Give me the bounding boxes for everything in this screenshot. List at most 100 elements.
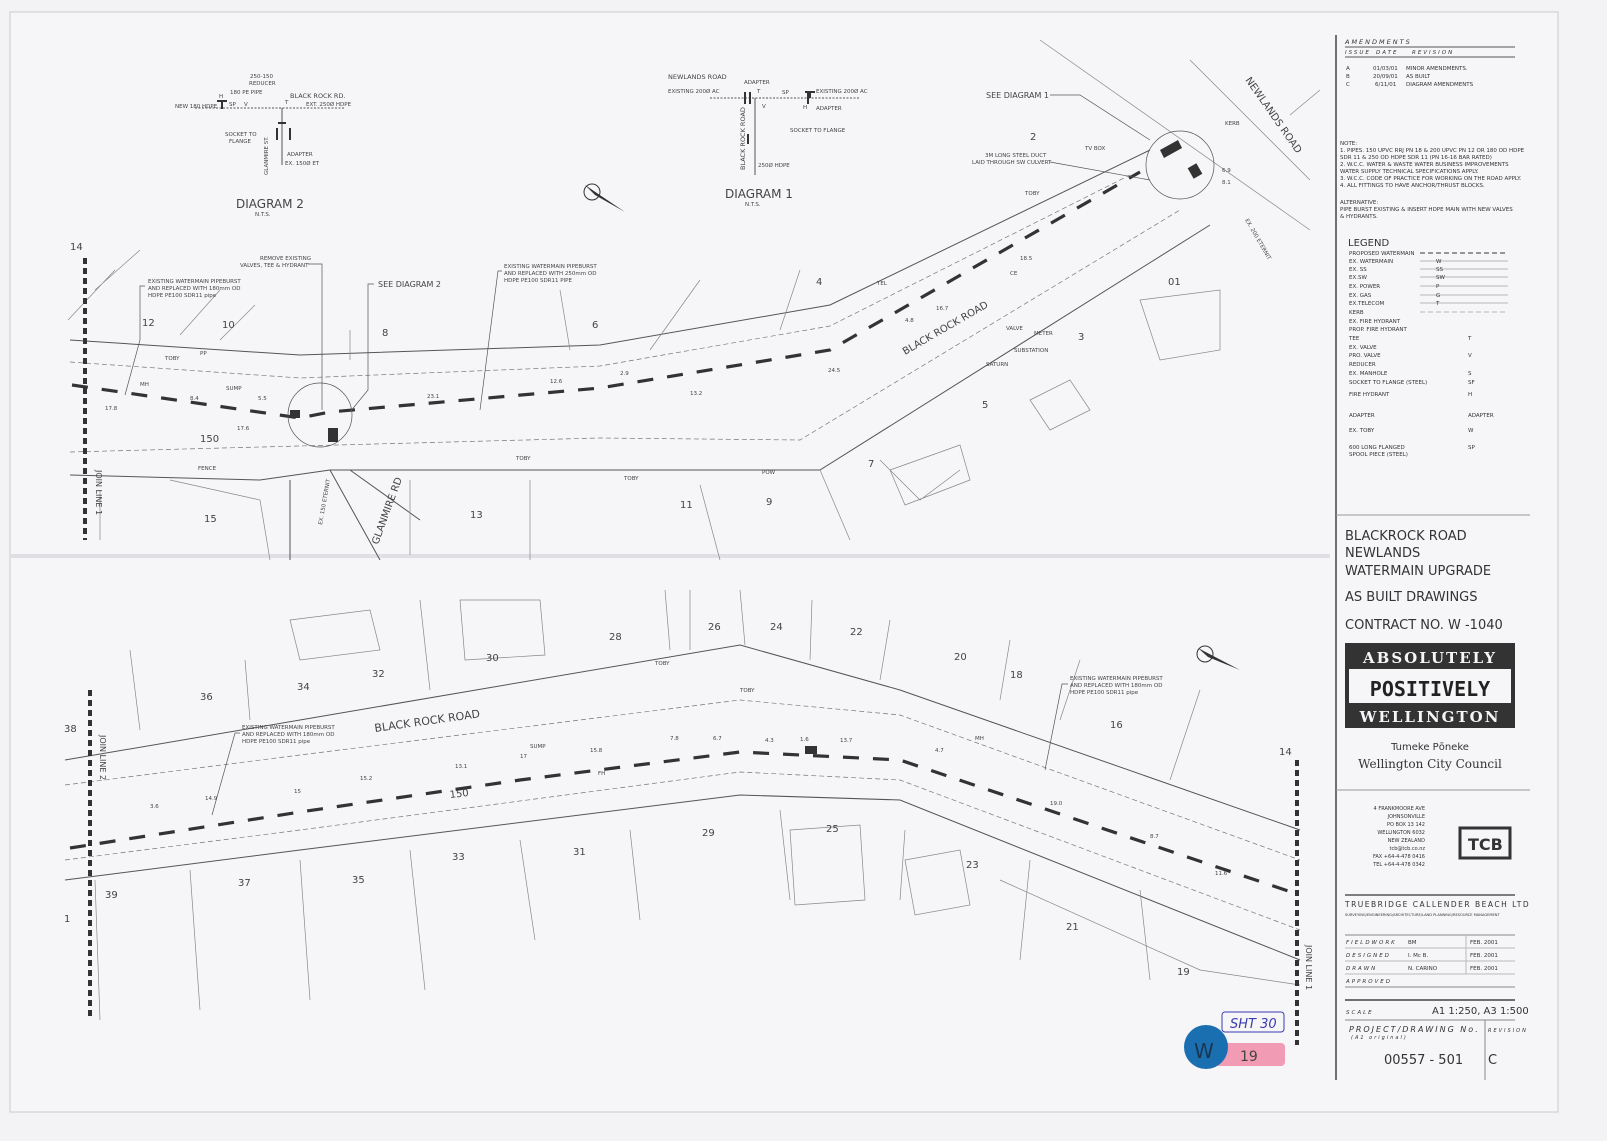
svg-text:14.9: 14.9 xyxy=(205,796,218,802)
svg-text:19.0: 19.0 xyxy=(1050,801,1063,807)
legend-symbol: ADAPTER xyxy=(1468,413,1494,419)
svg-text:NEWLANDS: NEWLANDS xyxy=(1345,546,1420,561)
svg-text:REVISION: REVISION xyxy=(1488,1028,1528,1034)
svg-text:2. W.C.C. WATER & WASTE WATER: 2. W.C.C. WATER & WASTE WATER BUSINESS I… xyxy=(1340,162,1509,168)
svg-text:14: 14 xyxy=(70,242,83,253)
svg-text:SCALE: SCALE xyxy=(1346,1010,1374,1016)
svg-text:01: 01 xyxy=(1168,277,1181,288)
svg-text:9: 9 xyxy=(766,497,772,508)
svg-text:18: 18 xyxy=(1010,670,1023,681)
svg-text:1: 1 xyxy=(64,914,70,925)
svg-text:18.5: 18.5 xyxy=(1020,256,1033,262)
svg-text:AND REPLACED WITH 250mm OD: AND REPLACED WITH 250mm OD xyxy=(504,271,596,277)
svg-text:H: H xyxy=(219,94,223,100)
join-line-label: JOIN LINE 2 xyxy=(98,734,107,780)
svg-text:ISSUE: ISSUE xyxy=(1345,50,1371,56)
svg-text:Wellington City Council: Wellington City Council xyxy=(1358,757,1502,771)
svg-text:SATURN: SATURN xyxy=(986,362,1008,368)
svg-text:36: 36 xyxy=(200,692,213,703)
svg-text:17.8: 17.8 xyxy=(105,406,118,412)
svg-text:T: T xyxy=(756,89,761,95)
diagram-2: 250-150 REDUCER 180 PE PIPE BLACK ROCK R… xyxy=(175,74,352,218)
svg-text:2: 2 xyxy=(1030,132,1036,143)
svg-text:HDPE PE100 SDR11 pipe: HDPE PE100 SDR11 pipe xyxy=(242,739,311,745)
svg-text:10: 10 xyxy=(222,320,235,331)
svg-text:6.7: 6.7 xyxy=(713,736,722,742)
svg-text:FEB. 2001: FEB. 2001 xyxy=(1470,966,1498,972)
svg-text:AND REPLACED WITH 180mm OD: AND REPLACED WITH 180mm OD xyxy=(1070,683,1162,689)
svg-text:FEB. 2001: FEB. 2001 xyxy=(1470,953,1498,959)
svg-text:EXISTING WATERMAIN PIPEBURST: EXISTING WATERMAIN PIPEBURST xyxy=(504,264,597,270)
svg-text:28: 28 xyxy=(609,632,622,643)
svg-text:A1 1:250, A3 1:500: A1 1:250, A3 1:500 xyxy=(1432,1006,1529,1017)
dimension-labels: 17.88.4 17.65.5 23.112.6 2.913.2 24.516.… xyxy=(105,168,1231,877)
svg-text:4.8: 4.8 xyxy=(905,318,914,324)
bottom-road xyxy=(64,589,1301,1021)
svg-text:FEB. 2001: FEB. 2001 xyxy=(1470,940,1498,946)
svg-text:SUMP: SUMP xyxy=(530,744,546,750)
svg-text:17: 17 xyxy=(520,754,527,760)
legend-item-label: KERB xyxy=(1349,310,1364,316)
svg-text:N. CARINO: N. CARINO xyxy=(1408,966,1438,972)
legend-item-label: EX. WATERMAIN xyxy=(1349,259,1393,265)
svg-text:EXISTING WATERMAIN PIPEBURST: EXISTING WATERMAIN PIPEBURST xyxy=(242,725,335,731)
svg-text:31: 31 xyxy=(573,847,586,858)
svg-text:16: 16 xyxy=(1110,720,1123,731)
svg-text:WELLINGTON: WELLINGTON xyxy=(1359,708,1501,726)
notes: NOTE: 1. PIPES. 150 UPVC RRJ PN 18 & 200… xyxy=(1340,141,1525,220)
wellington-logo: ABSOLUTELY POSITIVELY WELLINGTON xyxy=(1345,643,1515,728)
svg-text:33: 33 xyxy=(452,852,465,863)
svg-text:WATER SUPPLY TECHNICAL SPECIFI: WATER SUPPLY TECHNICAL SPECIFICATIONS AP… xyxy=(1340,169,1479,175)
diagram-2-title: DIAGRAM 2 xyxy=(236,197,304,211)
svg-text:DRAWN: DRAWN xyxy=(1346,966,1377,972)
svg-text:EXISTING WATERMAIN PIPEBURST: EXISTING WATERMAIN PIPEBURST xyxy=(148,279,241,285)
svg-text:AND REPLACED WITH 180mm OD: AND REPLACED WITH 180mm OD xyxy=(242,732,334,738)
legend-item-label: FIRE HYDRANT xyxy=(1349,392,1390,398)
svg-text:PROJECT/DRAWING No.: PROJECT/DRAWING No. xyxy=(1349,1025,1480,1034)
svg-text:8: 8 xyxy=(382,328,388,339)
svg-text:13.1: 13.1 xyxy=(455,764,467,770)
svg-text:APPROVED: APPROVED xyxy=(1345,979,1392,985)
svg-text:MH: MH xyxy=(140,382,149,388)
svg-text:8.4: 8.4 xyxy=(190,396,199,402)
svg-text:T: T xyxy=(284,100,289,106)
legend-item-label: EX. GAS xyxy=(1349,293,1372,299)
svg-text:TOBY: TOBY xyxy=(515,456,531,462)
svg-text:DATE: DATE xyxy=(1376,50,1398,56)
svg-text:38: 38 xyxy=(64,724,77,735)
svg-text:VALVE: VALVE xyxy=(1006,326,1023,332)
svg-text:N.T.S.: N.T.S. xyxy=(255,212,271,218)
svg-text:21: 21 xyxy=(1066,922,1079,933)
legend-item-label: EX.TELECOM xyxy=(1349,301,1385,307)
legend-item-label: PROPOSED WATERMAIN xyxy=(1349,251,1414,257)
svg-text:(A1 original): (A1 original) xyxy=(1351,1035,1408,1041)
svg-text:DIAGRAM AMENDMENTS: DIAGRAM AMENDMENTS xyxy=(1406,82,1474,88)
svg-text:4.3: 4.3 xyxy=(765,738,774,744)
svg-text:N.T.S.: N.T.S. xyxy=(745,202,761,208)
svg-text:WATERMAIN UPGRADE: WATERMAIN UPGRADE xyxy=(1345,564,1491,579)
legend-item-label: EX. TOBY xyxy=(1349,428,1375,434)
svg-text:EXT. 250Ø HDPE: EXT. 250Ø HDPE xyxy=(306,101,352,108)
svg-text:SEE DIAGRAM 2: SEE DIAGRAM 2 xyxy=(378,280,441,289)
svg-text:& HYDRANTS.: & HYDRANTS. xyxy=(1340,214,1378,220)
svg-text:AND REPLACED WITH 180mm OD: AND REPLACED WITH 180mm OD xyxy=(148,286,240,292)
svg-text:24: 24 xyxy=(770,622,783,633)
svg-text:POW: POW xyxy=(762,470,776,476)
legend-item-label: EX. VALVE xyxy=(1349,345,1377,351)
svg-text:TOBY: TOBY xyxy=(623,476,639,482)
legend-symbol: SS xyxy=(1436,267,1443,273)
legend-symbol: V xyxy=(1468,353,1472,359)
svg-text:TOBY: TOBY xyxy=(1024,191,1040,197)
legend-item-label: 600 LONG FLANGED xyxy=(1349,445,1405,451)
svg-text:13: 13 xyxy=(470,510,483,521)
svg-text:SOCKET TO: SOCKET TO xyxy=(225,132,257,138)
pipe-size: 150 xyxy=(200,434,219,445)
svg-text:PO BOX 13 142: PO BOX 13 142 xyxy=(1387,822,1425,828)
svg-text:CE: CE xyxy=(1010,271,1018,277)
svg-text:BLACKROCK ROAD: BLACKROCK ROAD xyxy=(1345,529,1467,544)
